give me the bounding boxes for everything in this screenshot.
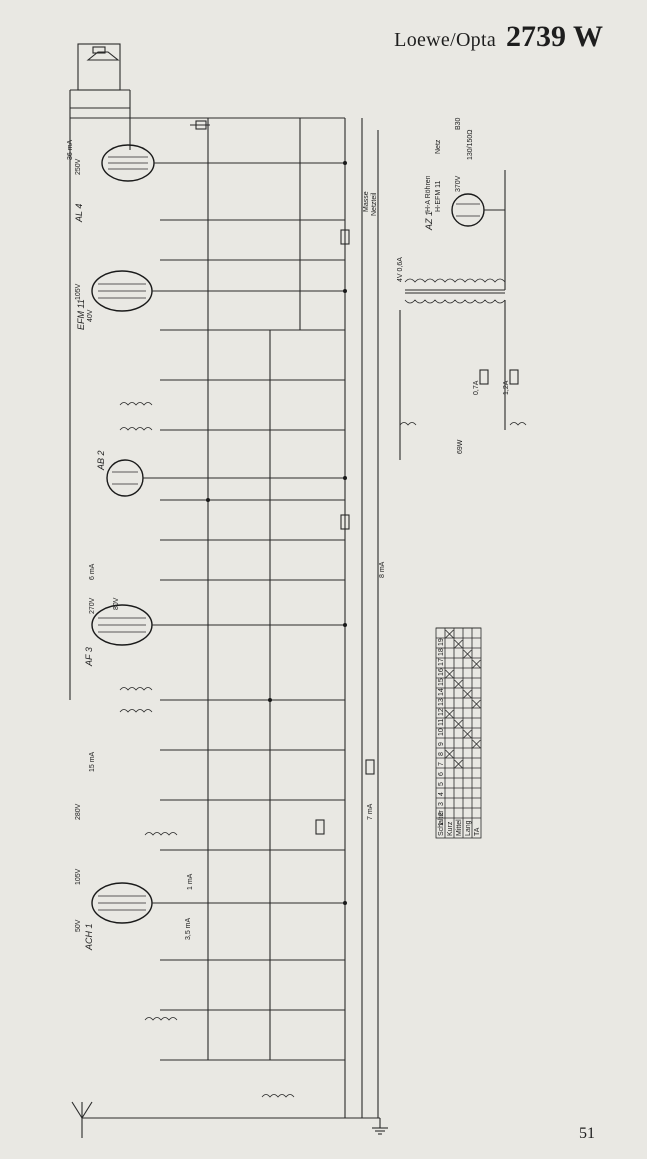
tube-label-af3: AF 3 bbox=[84, 647, 94, 667]
switch-table-header-cell: 5 bbox=[438, 782, 445, 786]
tube-label-az1: AZ 1 bbox=[424, 211, 434, 231]
switch-table-cross bbox=[472, 699, 481, 709]
current-label: 1 mA bbox=[187, 873, 194, 890]
switch-table-cross bbox=[445, 669, 454, 679]
switch-table-header-cell: 6 bbox=[438, 772, 445, 776]
misc-label: H-A Röhren bbox=[425, 175, 432, 212]
switch-table-row-label: Mittel bbox=[456, 819, 463, 836]
voltage-label: 250V bbox=[75, 158, 82, 175]
antenna-icon bbox=[71, 1101, 130, 1138]
switch-table-header-cell: Schalter bbox=[438, 810, 445, 836]
voltage-label: 50V bbox=[75, 919, 82, 932]
voltage-label: 40V bbox=[87, 309, 94, 322]
misc-label: Netzteil bbox=[371, 192, 378, 216]
switch-table-header-cell: 10 bbox=[438, 728, 445, 736]
ground-icon bbox=[372, 1118, 388, 1135]
tube-af3 bbox=[91, 604, 345, 646]
speaker-icon bbox=[77, 43, 121, 91]
annotation-labels: 250V 105V 40V 270V 80V 280V 105V 50V 36 … bbox=[67, 117, 510, 940]
tube-ach1 bbox=[91, 882, 345, 924]
switch-table-header-cell: 11 bbox=[438, 719, 445, 726]
switch-table-header-cell: 13 bbox=[438, 698, 445, 706]
switch-table-header-cell: 19 bbox=[438, 638, 445, 646]
voltage-label: 105V bbox=[75, 283, 82, 300]
voltage-label: 105V bbox=[75, 868, 82, 885]
switch-table-row-label: Kurz bbox=[447, 821, 454, 836]
voltage-label: 270V bbox=[89, 597, 96, 614]
current-label: 3,5 mA bbox=[185, 917, 192, 940]
switch-table-header-cell: 2 bbox=[438, 812, 445, 816]
switch-table-cross bbox=[454, 639, 463, 649]
misc-label: B30 bbox=[455, 117, 462, 130]
switch-table-header-cell: 8 bbox=[438, 752, 445, 756]
tube-al4 bbox=[101, 144, 345, 182]
switch-table-cross bbox=[472, 739, 481, 749]
switch-table-header-cell: 1 bbox=[438, 822, 445, 826]
switch-table-header-cell: 16 bbox=[438, 668, 445, 676]
switch-table-header-cell: 15 bbox=[438, 678, 445, 686]
switch-table-cross bbox=[445, 629, 454, 639]
switch-table-row-label: Lang bbox=[465, 820, 472, 836]
tube-ab2 bbox=[106, 459, 345, 497]
power-transformer bbox=[399, 278, 506, 460]
switch-table-cross bbox=[463, 729, 472, 739]
model-label: 2739 W bbox=[506, 20, 603, 53]
supply-label: 370V bbox=[455, 175, 462, 192]
current-label: 7 mA bbox=[367, 803, 374, 820]
switch-table-header-cell: 18 bbox=[438, 648, 445, 656]
page-title: Loewe/Opta 2739 W bbox=[394, 20, 603, 54]
switch-table: Schalter12345678910111213141516171819Kur… bbox=[435, 627, 482, 839]
misc-label: Masse bbox=[363, 191, 370, 212]
switch-table-header-cell: 3 bbox=[438, 802, 445, 806]
switch-table-row-label: TA bbox=[474, 827, 481, 836]
switch-table-cross bbox=[454, 759, 463, 769]
switch-table-header-cell: 17 bbox=[438, 658, 445, 666]
tube-efm11 bbox=[91, 270, 345, 312]
current-label: 8 mA bbox=[379, 561, 386, 578]
switch-table-cross bbox=[463, 689, 472, 699]
component-network bbox=[119, 118, 527, 1098]
switch-table-header-cell: 12 bbox=[438, 708, 445, 716]
switch-table-cross bbox=[463, 649, 472, 659]
voltage-label: 280V bbox=[75, 803, 82, 820]
switch-table-header-cell: 9 bbox=[438, 742, 445, 746]
misc-label: H-EFM 11 bbox=[435, 181, 442, 212]
tube-az1 bbox=[451, 170, 506, 290]
tube-label-al4: AL 4 bbox=[74, 204, 84, 223]
page-number: 51 bbox=[579, 1125, 595, 1142]
current-label: 6 mA bbox=[89, 563, 96, 580]
misc-label: Netz bbox=[435, 139, 442, 154]
brand-label: Loewe/Opta bbox=[394, 29, 497, 51]
tube-label-ab2: AB 2 bbox=[96, 450, 106, 471]
switch-table-cross bbox=[472, 659, 481, 669]
voltage-label: 80V bbox=[113, 597, 120, 610]
supply-label: 0,7A bbox=[473, 380, 480, 395]
switch-table-cross bbox=[454, 719, 463, 729]
switch-table-cross bbox=[445, 749, 454, 759]
switch-table-header-cell: 7 bbox=[438, 762, 445, 766]
supply-label: 1,2A bbox=[503, 380, 510, 395]
switch-table-header-cell: 4 bbox=[438, 792, 445, 796]
tube-label-ach1: ACH 1 bbox=[84, 923, 94, 951]
misc-label: 130/150Ω bbox=[467, 129, 474, 160]
switch-table-cross bbox=[454, 679, 463, 689]
switch-table-cross bbox=[445, 709, 454, 719]
supply-label: 4V 0,6A bbox=[397, 257, 404, 282]
current-label: 15 mA bbox=[89, 751, 96, 772]
current-label: 36 mA bbox=[67, 139, 74, 160]
tube-label-efm11: EFM 11 bbox=[76, 299, 86, 330]
switch-table-header-cell: 14 bbox=[438, 688, 445, 696]
supply-label: 69W bbox=[457, 439, 464, 454]
